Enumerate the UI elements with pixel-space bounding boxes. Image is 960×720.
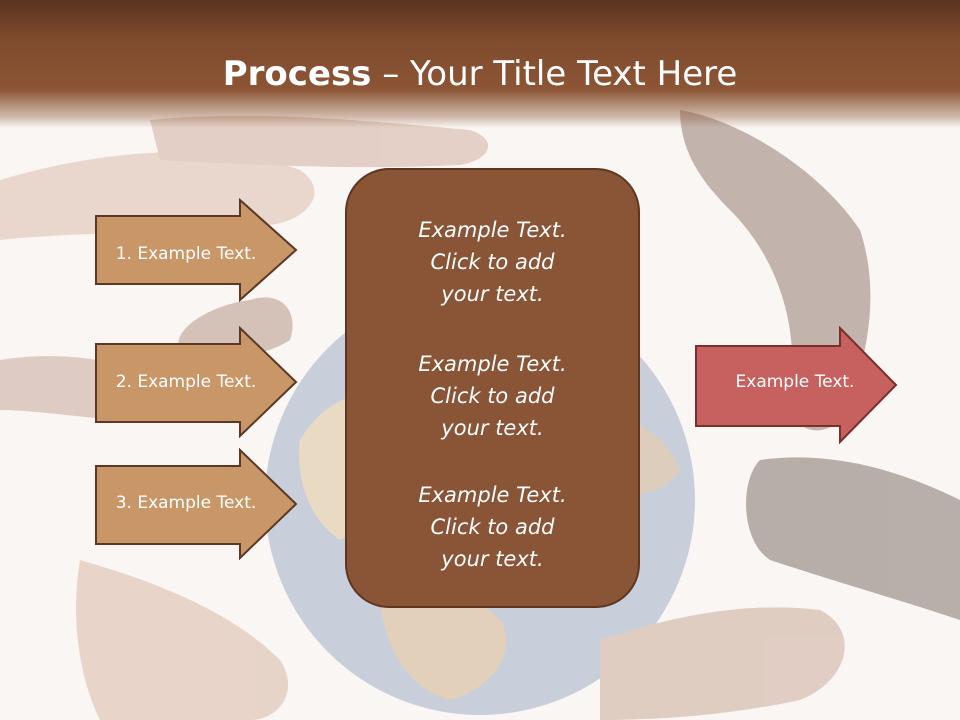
- title-bold: Process: [222, 54, 372, 94]
- text-block-3: Example Text. Click to add your text.: [347, 479, 638, 575]
- step-1-arrow[interactable]: [94, 198, 300, 302]
- text-block-line: Example Text.: [418, 218, 567, 242]
- text-block-line: your text.: [441, 547, 544, 571]
- text-block-line: Click to add: [430, 515, 555, 539]
- step-3-arrow[interactable]: [94, 448, 300, 560]
- step-3-label: 3. Example Text.: [115, 493, 257, 513]
- text-block-line: Example Text.: [418, 352, 567, 376]
- result-label: Example Text.: [735, 372, 855, 392]
- step-2-arrow[interactable]: [94, 326, 300, 438]
- title-bar: [0, 0, 960, 128]
- text-block-line: Click to add: [430, 250, 555, 274]
- text-block-line: Click to add: [430, 384, 555, 408]
- slide-title[interactable]: Process – Your Title Text Here: [0, 52, 960, 96]
- center-text-box[interactable]: Example Text. Click to add your text. Ex…: [345, 168, 640, 608]
- title-rest: – Your Title Text Here: [371, 54, 738, 94]
- step-2-label: 2. Example Text.: [115, 372, 257, 392]
- result-arrow[interactable]: [694, 326, 900, 444]
- text-block-line: your text.: [441, 416, 544, 440]
- text-block-2: Example Text. Click to add your text.: [347, 348, 638, 444]
- step-1-label: 1. Example Text.: [115, 244, 257, 264]
- text-block-line: your text.: [441, 282, 544, 306]
- text-block-line: Example Text.: [418, 483, 567, 507]
- text-block-1: Example Text. Click to add your text.: [347, 214, 638, 310]
